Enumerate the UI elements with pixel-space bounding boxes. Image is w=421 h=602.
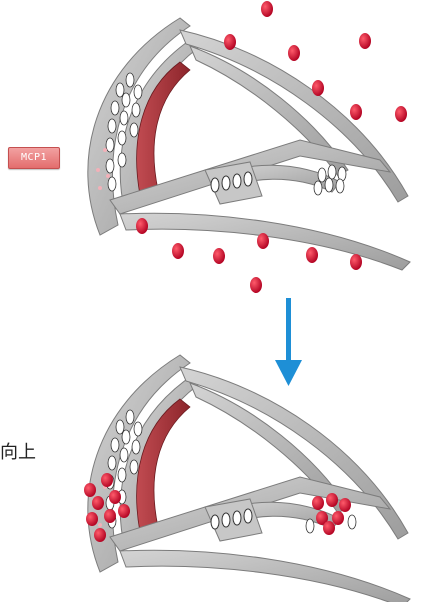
mcp1-label-badge: MCP1	[8, 147, 60, 169]
cell-cluster-top	[314, 165, 346, 195]
arrow-down-icon	[275, 298, 302, 386]
heart-diagram-bottom	[84, 355, 410, 602]
particles-bottom-right	[312, 493, 351, 535]
heart-diagram-top	[88, 1, 410, 293]
side-text-label: 向上	[0, 438, 36, 464]
